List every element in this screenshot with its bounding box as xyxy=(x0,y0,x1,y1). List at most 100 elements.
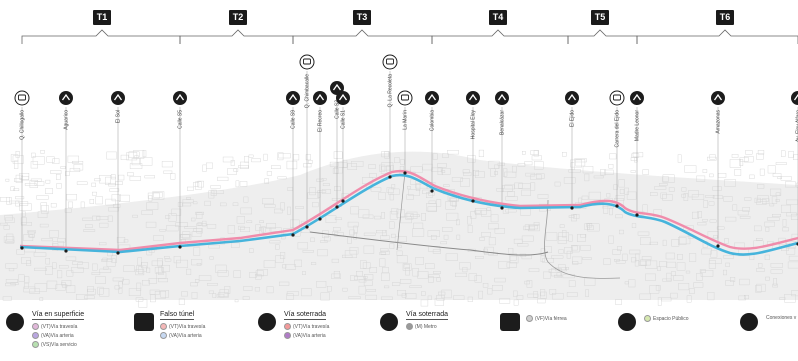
city-block xyxy=(236,216,246,224)
city-block xyxy=(606,193,611,198)
city-block xyxy=(615,194,625,201)
city-block xyxy=(73,164,84,171)
legend-row-label: (VF)Vía férrea xyxy=(535,315,567,322)
city-block xyxy=(709,258,722,265)
city-block xyxy=(410,166,423,174)
station-0: Q. Chillogallo xyxy=(14,90,30,247)
city-block xyxy=(730,277,736,283)
city-block xyxy=(248,154,254,158)
city-block xyxy=(394,157,400,163)
city-block xyxy=(362,262,371,269)
city-block xyxy=(624,281,629,285)
city-block xyxy=(342,254,353,258)
station-18: Av. Eloy Alfaro xyxy=(791,91,798,243)
city-block xyxy=(159,228,166,232)
city-block xyxy=(153,192,163,198)
city-block xyxy=(756,283,766,292)
city-block xyxy=(732,204,738,211)
city-block xyxy=(657,297,662,306)
route-station-dot xyxy=(178,245,182,249)
city-block xyxy=(146,267,151,274)
city-block xyxy=(467,224,473,233)
city-block xyxy=(767,217,780,221)
legend-row: (VA)Vía arteria xyxy=(284,332,326,339)
city-block xyxy=(603,258,611,265)
city-block xyxy=(608,163,614,169)
station-5: Q. Chimbacalle xyxy=(299,54,315,226)
city-block xyxy=(224,286,231,294)
city-block xyxy=(517,163,526,167)
city-block xyxy=(574,158,587,163)
city-block xyxy=(217,176,229,182)
city-block xyxy=(50,170,62,174)
city-block xyxy=(562,151,567,157)
city-block xyxy=(650,192,658,196)
city-block xyxy=(744,197,752,201)
city-block xyxy=(347,221,359,228)
city-block xyxy=(99,268,112,273)
city-block xyxy=(232,202,239,207)
bus-icon xyxy=(286,91,300,105)
city-block xyxy=(705,194,715,198)
city-block xyxy=(642,169,649,175)
city-block xyxy=(529,225,539,230)
city-block xyxy=(217,270,229,277)
segment-bracket xyxy=(179,29,294,44)
city-block xyxy=(707,156,717,161)
city-block xyxy=(60,166,66,169)
city-block xyxy=(198,275,212,281)
station-label: Calle S1 xyxy=(341,110,347,129)
city-block xyxy=(473,169,479,176)
city-block xyxy=(196,223,207,226)
city-block xyxy=(467,215,472,225)
city-block xyxy=(384,285,390,289)
city-block xyxy=(362,214,374,219)
city-block xyxy=(660,192,667,199)
city-block xyxy=(244,155,249,163)
city-block xyxy=(208,290,214,294)
city-block xyxy=(141,210,153,215)
city-block xyxy=(478,149,484,158)
city-block xyxy=(490,214,499,223)
station-label: El Ejido xyxy=(570,110,576,127)
city-block xyxy=(724,179,737,187)
city-block xyxy=(528,268,540,272)
city-block xyxy=(170,173,176,180)
city-block xyxy=(220,202,227,207)
legend-swatch xyxy=(644,315,651,322)
city-block xyxy=(94,178,101,182)
city-block xyxy=(415,183,421,191)
city-block xyxy=(34,181,45,186)
city-block xyxy=(499,298,511,304)
city-block xyxy=(72,261,83,265)
city-block xyxy=(36,195,49,200)
city-block xyxy=(380,248,389,252)
city-block xyxy=(530,150,539,155)
city-block xyxy=(702,169,708,173)
city-block xyxy=(405,213,414,220)
city-block xyxy=(522,150,526,155)
city-block xyxy=(723,269,728,276)
city-block xyxy=(445,253,458,261)
city-block xyxy=(136,282,142,292)
bus-icon xyxy=(59,91,73,105)
legend-row-label: (VT)Vía travesía xyxy=(169,323,206,330)
city-block xyxy=(703,200,708,208)
city-block xyxy=(533,221,540,226)
station-10: La Marín xyxy=(397,90,413,172)
city-block xyxy=(681,187,687,192)
city-block xyxy=(5,178,10,182)
city-block xyxy=(587,225,594,230)
city-block xyxy=(72,160,84,164)
city-block xyxy=(450,197,457,206)
city-block xyxy=(358,209,370,218)
bus-icon xyxy=(466,91,480,105)
city-block xyxy=(512,165,517,173)
city-block xyxy=(780,176,792,181)
station-label: Amazonas xyxy=(716,110,722,134)
segment-bracket xyxy=(636,29,798,44)
city-block xyxy=(217,292,229,297)
city-block xyxy=(759,168,765,176)
route-station-dot xyxy=(570,206,574,210)
city-block xyxy=(91,272,101,275)
